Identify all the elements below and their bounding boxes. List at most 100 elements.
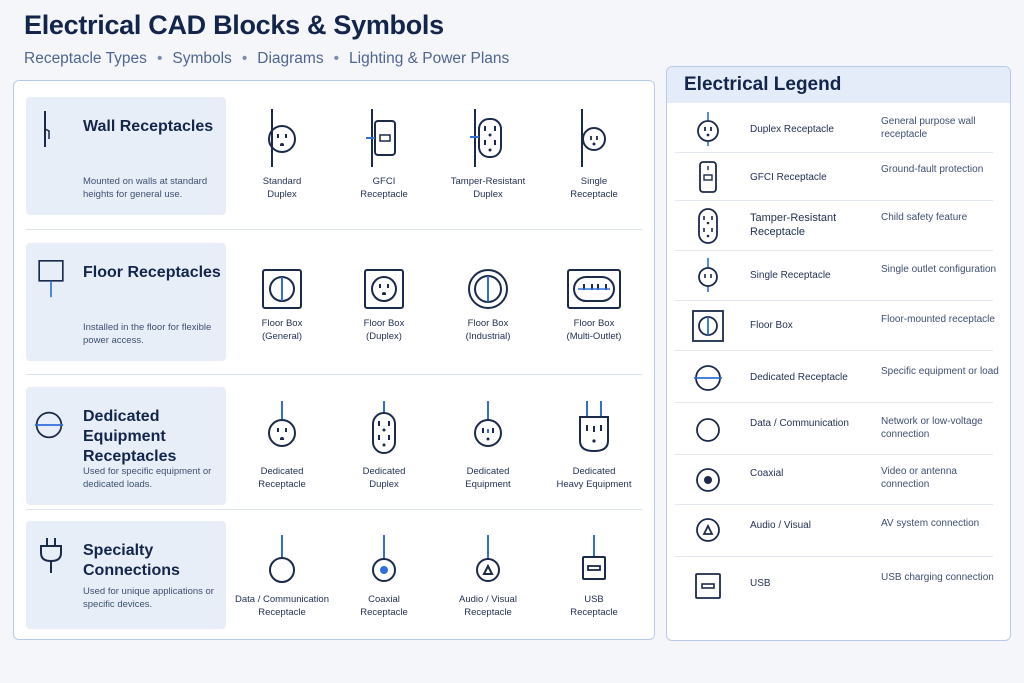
legend-row[interactable]: GFCI Receptacle Ground-fault protection: [675, 153, 993, 201]
legend-title: Electrical Legend: [667, 67, 1010, 103]
coaxial-icon: [372, 535, 396, 582]
category-description: Installed in the floor for flexible powe…: [83, 322, 212, 346]
plug-icon: [40, 538, 62, 573]
dedicated-duplex-icon: [372, 401, 396, 454]
category-title: Floor Receptacles: [83, 264, 221, 281]
dedicated-equipment-icon: [474, 401, 502, 447]
symbol-data-communication[interactable]: Data / Communication Receptacle: [232, 533, 332, 619]
symbol-label: Coaxial Receptacle: [360, 594, 408, 618]
legend-name: Tamper-Resistant Receptacle: [750, 212, 837, 238]
symbol-label: Single Receptacle: [570, 176, 618, 200]
legend-description: Video or antenna connection: [881, 466, 957, 490]
symbol-floor-box-duplex[interactable]: Floor Box (Duplex): [334, 267, 434, 343]
symbol-label: Dedicated Receptacle: [258, 466, 306, 490]
symbol-usb[interactable]: USB Receptacle: [544, 533, 644, 619]
legend-row[interactable]: USB USB charging connection: [675, 557, 994, 615]
symbol-label: Floor Box (General): [261, 318, 303, 342]
legend-name: Data / Communication: [750, 418, 849, 429]
wall-receptacle-icon: [44, 111, 50, 147]
legend-row[interactable]: Coaxial Video or antenna connection: [675, 455, 993, 505]
audio-visual-icon: [476, 535, 500, 582]
symbol-label: Floor Box (Industrial): [465, 318, 511, 342]
legend-name: Single Receptacle: [750, 270, 831, 281]
coaxial-icon: [696, 468, 720, 492]
category-title: Wall Receptacles: [83, 118, 214, 135]
data-communication-icon: [696, 418, 720, 442]
floor-receptacle-icon: [38, 260, 64, 298]
category-title: Dedicated Equipment Receptacles: [83, 408, 177, 465]
dedicated-receptacle-icon: [268, 401, 296, 447]
symbol-gfci[interactable]: GFCI Receptacle: [334, 107, 434, 201]
symbol-floor-box-industrial[interactable]: Floor Box (Industrial): [438, 267, 538, 343]
wall-gfci-icon: [366, 109, 396, 167]
legend-name: GFCI Receptacle: [750, 172, 827, 183]
subtitle-item-lighting-power[interactable]: Lighting & Power Plans: [349, 50, 510, 67]
legend-row[interactable]: Dedicated Receptacle Specific equipment …: [675, 351, 999, 403]
symbol-label: GFCI Receptacle: [360, 176, 408, 200]
legend-description: Specific equipment or load: [881, 366, 999, 377]
single-receptacle-icon: [698, 258, 718, 292]
legend-description: Single outlet configuration: [881, 264, 997, 275]
category-card-specialty: Specialty Connections Used for unique ap…: [26, 521, 226, 629]
symbol-floor-box-general[interactable]: Floor Box (General): [232, 267, 332, 343]
legend-row[interactable]: Duplex Receptacle General purpose wall r…: [675, 105, 993, 153]
floor-general-icon: [262, 269, 302, 309]
section-wall-receptacles: Wall Receptacles Mounted on walls at sta…: [14, 97, 654, 237]
subtitle-item-symbols[interactable]: Symbols: [172, 50, 232, 67]
symbol-label: Dedicated Equipment: [465, 466, 511, 490]
legend-description: General purpose wall receptacle: [881, 116, 976, 140]
legend-row[interactable]: Audio / Visual AV system connection: [675, 505, 993, 557]
symbol-audio-visual[interactable]: Audio / Visual Receptacle: [438, 533, 538, 619]
legend-row[interactable]: Floor Box Floor-mounted receptacle: [675, 301, 995, 351]
section-dedicated-receptacles: Dedicated Equipment Receptacles Used for…: [14, 387, 654, 527]
legend-description: Child safety feature: [881, 212, 968, 223]
tamper-resistant-icon: [698, 208, 718, 244]
wall-duplex-icon: [268, 109, 296, 167]
symbol-dedicated-heavy-equipment[interactable]: Dedicated Heavy Equipment: [544, 399, 644, 491]
floor-multi-icon: [567, 269, 621, 309]
symbol-dedicated-equipment[interactable]: Dedicated Equipment: [438, 399, 538, 491]
symbol-tamper-resistant[interactable]: Tamper-Resistant Duplex: [438, 107, 538, 201]
legend-description: AV system connection: [881, 518, 980, 529]
legend-name: Floor Box: [750, 320, 793, 331]
legend-row[interactable]: Single Receptacle Single outlet configur…: [675, 251, 996, 301]
symbol-label: Standard Duplex: [262, 176, 302, 200]
duplex-receptacle-icon: [697, 112, 719, 146]
wall-tamper-icon: [470, 109, 502, 167]
floor-industrial-icon: [468, 269, 508, 309]
subtitle-separator: •: [156, 50, 163, 67]
legend-name: Audio / Visual: [750, 520, 811, 531]
dedicated-receptacle-icon: [34, 411, 64, 439]
category-description: Mounted on walls at standard heights for…: [83, 176, 208, 200]
symbol-dedicated-duplex[interactable]: Dedicated Duplex: [334, 399, 434, 491]
symbol-label: Floor Box (Duplex): [363, 318, 405, 342]
section-divider: [26, 374, 642, 375]
floor-box-icon: [692, 310, 724, 342]
dedicated-receptacle-icon: [694, 365, 722, 391]
subtitle-item-receptacle-types[interactable]: Receptacle Types: [24, 50, 147, 67]
symbol-floor-box-multi-outlet[interactable]: Floor Box (Multi-Outlet): [544, 267, 644, 343]
subtitle-item-diagrams[interactable]: Diagrams: [257, 50, 324, 67]
wall-single-icon: [581, 109, 606, 167]
symbol-coaxial[interactable]: Coaxial Receptacle: [334, 533, 434, 619]
symbols-panel: Wall Receptacles Mounted on walls at sta…: [13, 80, 655, 640]
section-specialty-connections: Specialty Connections Used for unique ap…: [14, 521, 654, 641]
symbol-single-receptacle[interactable]: Single Receptacle: [544, 107, 644, 201]
symbol-standard-duplex[interactable]: Standard Duplex: [232, 107, 332, 201]
legend-description: USB charging connection: [881, 572, 994, 583]
legend-row[interactable]: Data / Communication Network or low-volt…: [675, 403, 993, 455]
subtitle-nav: Receptacle Types • Symbols • Diagrams • …: [24, 50, 509, 68]
data-comm-icon: [269, 535, 295, 583]
symbol-label: Dedicated Heavy Equipment: [556, 466, 632, 490]
symbol-label: Floor Box (Multi-Outlet): [566, 318, 622, 342]
gfci-receptacle-icon: [699, 161, 717, 193]
subtitle-separator: •: [333, 50, 340, 67]
audio-visual-icon: [696, 518, 720, 542]
category-title: Specialty Connections: [83, 542, 180, 579]
legend-row[interactable]: Tamper-Resistant Receptacle Child safety…: [675, 201, 993, 251]
usb-icon: [582, 535, 606, 580]
legend-description: Floor-mounted receptacle: [881, 314, 995, 325]
category-description: Used for unique applications or specific…: [83, 586, 214, 610]
symbol-dedicated-receptacle[interactable]: Dedicated Receptacle: [232, 399, 332, 491]
legend-description: Network or low-voltage connection: [881, 416, 983, 440]
